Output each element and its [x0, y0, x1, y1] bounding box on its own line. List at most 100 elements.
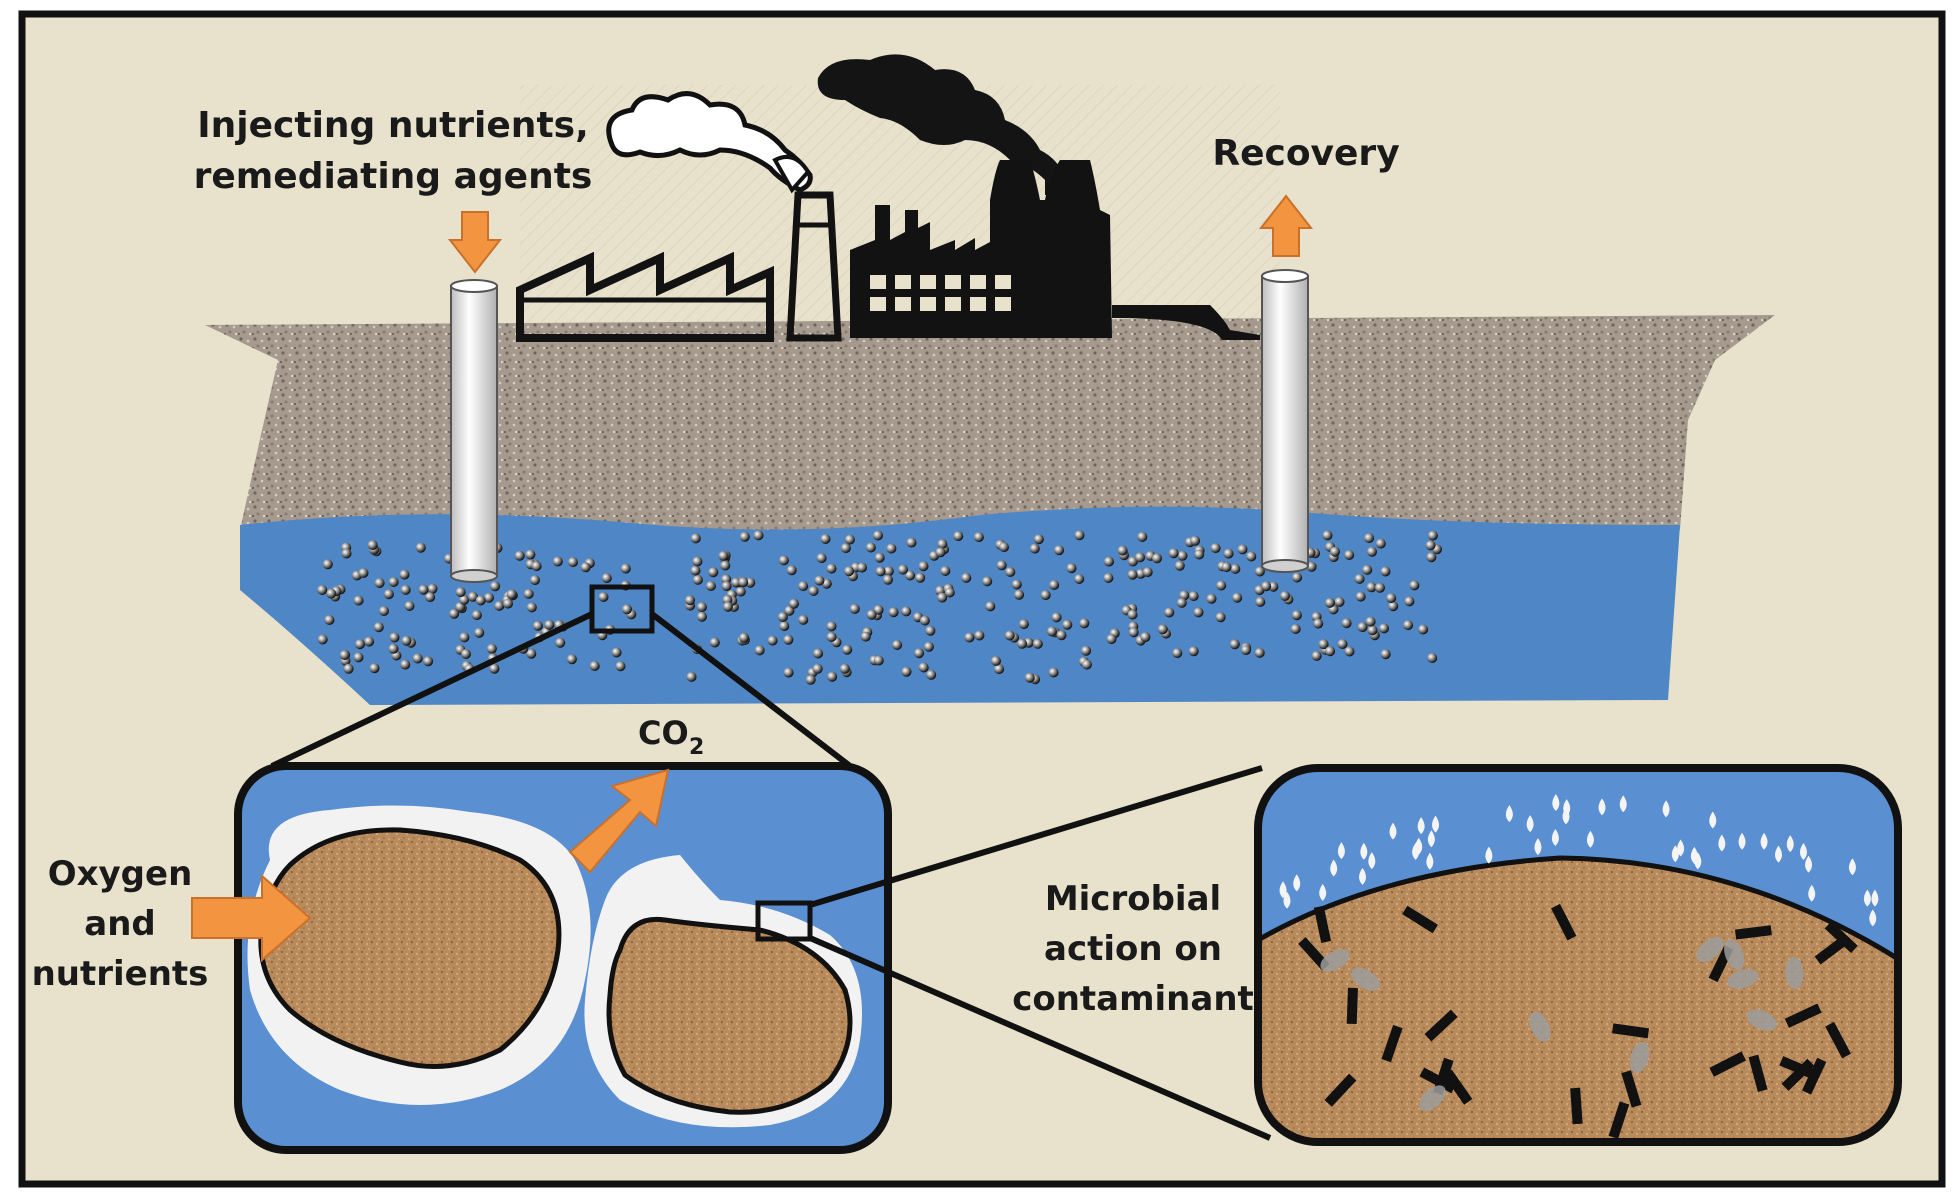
contaminant-bead: [685, 595, 695, 606]
contaminant-bead: [1237, 544, 1248, 555]
contaminant-bead: [353, 652, 364, 663]
bacterium-rod: [1381, 1024, 1403, 1063]
contaminant-bead: [1117, 545, 1128, 556]
contaminant-bead: [720, 560, 731, 571]
contaminant-bead: [767, 635, 778, 646]
contaminant-bead: [1334, 597, 1345, 607]
bacterium-rod: [1313, 905, 1332, 944]
contaminant-bead: [589, 661, 600, 671]
contaminant-bead: [1344, 646, 1355, 657]
contaminant-bead: [369, 663, 380, 674]
contaminant-bead: [1066, 563, 1077, 574]
contaminant-bead: [506, 589, 517, 600]
contaminant-blob: [1746, 1009, 1777, 1031]
contaminant-bead: [886, 543, 897, 554]
contaminant-bead: [723, 601, 733, 612]
bacterium-rod: [1784, 1003, 1822, 1028]
water-droplet: [1563, 799, 1571, 817]
contaminant-bead: [865, 542, 876, 553]
contaminant-bead: [918, 662, 929, 673]
contaminant-bead: [697, 611, 707, 622]
contaminant-bead: [1380, 566, 1391, 577]
injecting-label-line2: remediating agents: [194, 156, 593, 197]
bacterium-rod: [1570, 1087, 1583, 1125]
contaminant-bead: [914, 648, 925, 659]
contaminant-bead: [1164, 607, 1175, 618]
bacterium-rod: [1402, 905, 1438, 934]
contaminant-bead: [490, 581, 501, 592]
contaminant-bead: [1337, 639, 1348, 649]
water-droplet: [1552, 794, 1560, 812]
contaminant-bead: [461, 649, 471, 659]
contaminant-bead: [915, 572, 926, 583]
contaminant-bead: [953, 531, 964, 542]
contaminant-bead: [813, 648, 824, 659]
oxygen-label-line2: and: [84, 904, 156, 944]
water-droplet: [1871, 889, 1879, 907]
contaminant-bead: [1322, 530, 1333, 541]
contaminant-bead: [1375, 582, 1385, 593]
injecting-label-line1: Injecting nutrients,: [197, 105, 589, 146]
contaminant-bead: [991, 656, 1001, 666]
contaminant-blobs: [1320, 937, 1804, 1111]
contaminant-bead: [401, 635, 412, 646]
contaminant-bead: [721, 581, 732, 592]
contaminant-bead: [783, 667, 794, 678]
contaminant-bead: [449, 608, 460, 619]
contaminant-bead: [1056, 630, 1067, 641]
contaminant-bead: [873, 655, 884, 666]
water-droplet: [1485, 846, 1493, 864]
bacteria-rods: [1298, 903, 1858, 1139]
contaminant-bead: [1074, 574, 1085, 584]
contaminant-bead: [555, 637, 566, 648]
contaminant-bead: [1375, 538, 1386, 549]
contaminant-bead: [598, 592, 609, 602]
soil-grain-right: [606, 916, 853, 1115]
contaminant-bead: [459, 632, 470, 643]
bacterium-rod: [1734, 925, 1772, 940]
water-droplets: [1279, 794, 1879, 927]
contaminant-bead: [399, 569, 410, 580]
contaminant-bead: [1081, 659, 1092, 670]
contaminant-bead: [566, 654, 577, 665]
contaminant-bead: [1230, 563, 1241, 574]
contaminant-bead: [1032, 638, 1043, 649]
contaminant-blob: [1529, 1011, 1551, 1042]
contaminant-bead: [690, 565, 701, 576]
contaminant-bead: [926, 669, 937, 680]
contaminant-bead: [531, 561, 542, 572]
contaminant-bead: [901, 666, 912, 677]
water-droplet: [1709, 811, 1717, 829]
water-droplet: [1671, 845, 1679, 863]
contaminant-bead: [1157, 624, 1168, 635]
contaminant-bead: [412, 653, 423, 664]
contaminant-bead: [1367, 546, 1377, 557]
bacterium-rod: [1825, 1021, 1851, 1059]
contaminant-bead: [1427, 530, 1438, 541]
contaminant-bead: [996, 560, 1007, 571]
contaminant-bead: [1425, 540, 1436, 551]
contaminant-bead: [343, 663, 354, 674]
bacterium-rod: [1608, 1101, 1630, 1139]
contaminant-bead: [1049, 580, 1060, 590]
contaminant-bead: [526, 648, 537, 659]
bacterium-rod: [1551, 903, 1577, 941]
contaminant-bead: [1261, 581, 1272, 592]
injection-well: [450, 279, 498, 583]
contaminant-bead: [779, 621, 790, 632]
contaminant-bead: [814, 575, 825, 586]
contaminant-bead: [1168, 548, 1179, 559]
contaminant-bead: [718, 550, 729, 561]
contaminant-bead: [1106, 634, 1117, 645]
contaminant-bead: [812, 663, 823, 674]
contaminant-bead: [374, 578, 385, 588]
zoom-box-small: [755, 900, 813, 942]
bacterium-rod: [1709, 1051, 1747, 1077]
contaminant-bead: [358, 568, 369, 578]
contaminant-bead: [735, 586, 746, 597]
contaminant-bead: [1388, 601, 1399, 612]
water-droplet: [1694, 852, 1702, 870]
contaminant-bead: [400, 584, 411, 595]
contaminant-blob: [1785, 956, 1804, 989]
